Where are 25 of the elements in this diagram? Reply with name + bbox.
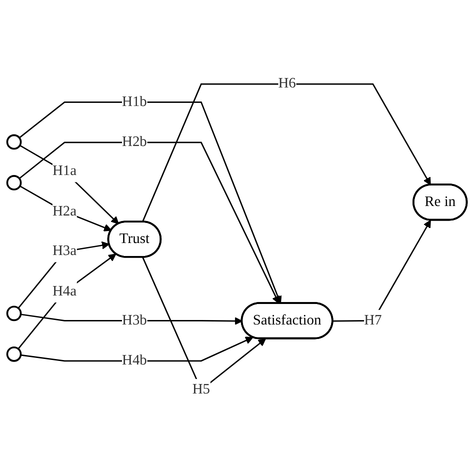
- edge-label: H7: [364, 312, 382, 328]
- arrow: [18, 254, 116, 350]
- edge-label: H4a: [52, 284, 77, 299]
- edge-label: H2b: [122, 134, 147, 150]
- arrow: [18, 102, 282, 304]
- node-circle: [6, 306, 22, 322]
- arrow: [20, 144, 119, 224]
- arrow: [332, 220, 431, 322]
- edge-label: H3a: [52, 243, 77, 259]
- arrow: [20, 186, 112, 232]
- edge-label: H5: [192, 382, 210, 398]
- arrow: [20, 336, 254, 362]
- edge-label: H6: [278, 76, 296, 92]
- edge-label: H1a: [52, 163, 77, 179]
- edge-label: H2a: [52, 204, 77, 219]
- arrow: [18, 241, 110, 309]
- node-circle: [6, 134, 22, 150]
- arrow: [142, 83, 431, 222]
- edge-label: H1b: [122, 94, 147, 110]
- edge-label: H3b: [122, 312, 147, 328]
- node-circle: [6, 346, 22, 362]
- arrow: [18, 142, 280, 304]
- node-circle: [6, 175, 22, 190]
- arrow: [20, 314, 242, 326]
- edge-label: H4b: [122, 352, 147, 368]
